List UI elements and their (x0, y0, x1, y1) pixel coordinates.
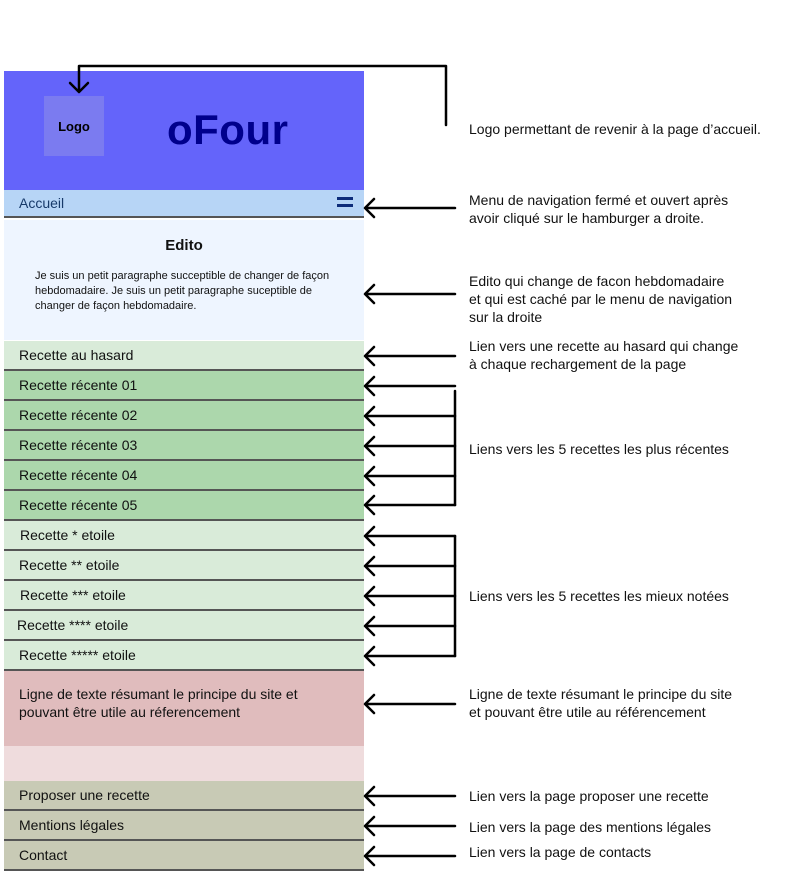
annotation-nav-line2: avoir cliqué sur le hamburger a droite. (469, 210, 705, 226)
annotation-logo: Logo permettant de revenir à la page d’a… (469, 121, 761, 137)
recent-recipe-link[interactable]: Recette récente 04 (4, 461, 364, 491)
recent-recipe-link[interactable]: Recette récente 03 (4, 431, 364, 461)
recent-recipe-label: Recette récente 05 (19, 497, 138, 513)
rated-recipe-link[interactable]: Recette ** etoile (4, 551, 364, 581)
edito-section: Edito Je suis un petit paragraphe succep… (4, 220, 364, 340)
propose-recipe-label: Proposer une recette (19, 787, 150, 803)
annotation-propose: Lien vers la page proposer une recette (469, 788, 709, 804)
recent-recipe-link[interactable]: Recette récente 05 (4, 491, 364, 521)
annotation-mentions: Lien vers la page des mentions légales (469, 819, 712, 835)
nav-current-page[interactable]: Accueil (19, 195, 65, 211)
random-recipe-link[interactable]: Recette au hasard (4, 341, 364, 371)
annotation-edito-line3: sur la droite (469, 309, 543, 325)
random-recipe-label: Recette au hasard (19, 347, 134, 363)
edito-arrow (363, 283, 457, 305)
site-title: oFour (167, 106, 289, 153)
recent-recipe-link[interactable]: Recette récente 01 (4, 371, 364, 401)
hamburger-icon[interactable] (337, 197, 353, 209)
rated-recipe-label: Recette *** etoile (20, 587, 126, 603)
site-summary-text: Ligne de texte résumant le principe du s… (19, 686, 298, 720)
site-header: Logo oFour (4, 71, 364, 190)
annotation-random-line2: à chaque rechargement de la page (469, 356, 687, 372)
recent-recipe-label: Recette récente 01 (19, 377, 138, 393)
annotation-summary-line2: et pouvant être utile au référencement (469, 704, 706, 720)
rated-recipe-link[interactable]: Recette *** etoile (4, 581, 364, 611)
contact-link[interactable]: Contact (4, 841, 364, 871)
annotation-summary-line1: Ligne de texte résumant le principe du s… (469, 686, 733, 702)
navigation-bar: Accueil (4, 190, 364, 218)
annotation-edito-line1: Edito qui change de facon hebdomadaire (469, 273, 725, 289)
recent-recipe-label: Recette récente 04 (19, 467, 138, 483)
rated-recipe-label: Recette ***** etoile (19, 647, 136, 663)
rated-recipe-link[interactable]: Recette * etoile (4, 521, 364, 551)
spacer-block (4, 746, 364, 781)
summary-arrow (363, 693, 457, 715)
edito-title: Edito (165, 237, 203, 254)
legal-notice-label: Mentions légales (19, 817, 125, 833)
annotation-recent: Liens vers les 5 recettes les plus récen… (469, 441, 729, 457)
rated-recipe-link[interactable]: Recette ***** etoile (4, 641, 364, 671)
recent-recipe-label: Recette récente 02 (19, 407, 138, 423)
recent-recipe-link[interactable]: Recette récente 02 (4, 401, 364, 431)
logo-arrow-head (68, 81, 90, 94)
logo-arrow (77, 64, 448, 127)
mentions-arrow (363, 815, 457, 837)
legal-notice-link[interactable]: Mentions légales (4, 811, 364, 841)
rated-recipe-label: Recette ** etoile (19, 557, 120, 573)
site-logo[interactable]: Logo (44, 96, 104, 156)
propose-arrow (363, 785, 457, 807)
annotation-random-line1: Lien vers une recette au hasard qui chan… (469, 338, 739, 354)
propose-recipe-link[interactable]: Proposer une recette (4, 781, 364, 811)
random-arrow (363, 345, 457, 367)
recent-recipe-label: Recette récente 03 (19, 437, 138, 453)
contact-label: Contact (19, 847, 68, 863)
site-summary: Ligne de texte résumant le principe du s… (4, 671, 364, 746)
annotation-rated: Liens vers les 5 recettes les mieux noté… (469, 588, 729, 604)
rated-recipe-link[interactable]: Recette **** etoile (4, 611, 364, 641)
annotation-edito-line2: et qui est caché par le menu de navigati… (469, 291, 733, 307)
annotation-contact: Lien vers la page de contacts (469, 844, 652, 860)
rated-recipe-label: Recette * etoile (20, 527, 115, 543)
edito-text: Je suis un petit paragraphe succeptible … (35, 270, 330, 312)
annotation-nav-line1: Menu de navigation fermé et ouvert après (469, 192, 729, 208)
contact-arrow (363, 845, 457, 867)
rated-recipe-label: Recette **** etoile (17, 617, 129, 633)
nav-arrow (363, 197, 457, 219)
